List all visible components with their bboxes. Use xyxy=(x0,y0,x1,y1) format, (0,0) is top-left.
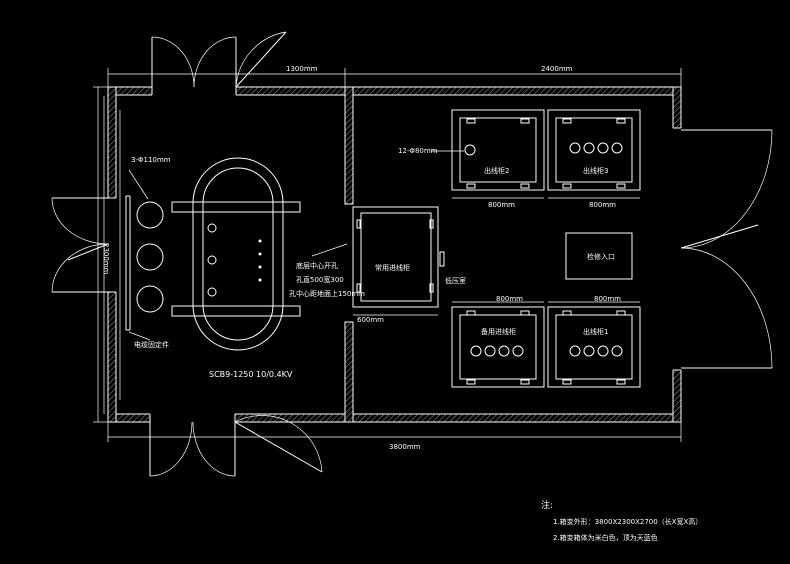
notes-title: 注: xyxy=(541,499,553,511)
low-voltage-label: 低压室 xyxy=(445,276,466,285)
cable-ports-label: 12-Φ80mm xyxy=(398,147,438,155)
vent-note-1: 底层中心开孔 xyxy=(296,261,338,270)
outlet-cabinet-3 xyxy=(547,109,641,199)
outlet-cabinet-2 xyxy=(451,109,545,199)
vent-note-2: 孔直500宽300 xyxy=(296,275,344,284)
right-double-door xyxy=(680,129,773,369)
cab2-label: 出线柜2 xyxy=(484,166,509,175)
vent-leader xyxy=(311,243,348,257)
transformer-unit xyxy=(171,157,301,351)
bushing-label: 3-Φ110mm xyxy=(131,156,171,164)
notes-line-2: 2.箱变箱体为米白色，顶为天蓝色 xyxy=(553,533,658,542)
bottom-double-door xyxy=(149,415,323,477)
outlet-cabinet-1 xyxy=(547,301,641,388)
cab1-label: 出线柜1 xyxy=(583,327,608,336)
cab3-label: 出线柜3 xyxy=(583,166,608,175)
common-inlet-label: 常用进线柜 xyxy=(375,263,410,272)
dim-cab2: 800mm xyxy=(488,201,515,209)
dim-cab3: 800mm xyxy=(589,201,616,209)
transformer-label: SCB9-1250 10/0.4KV xyxy=(209,370,293,379)
dim-inlet: 600mm xyxy=(357,316,384,324)
dim-cab-standby: 800mm xyxy=(496,295,523,303)
access-hatch xyxy=(565,232,633,280)
dim-cab1: 800mm xyxy=(594,295,621,303)
left-double-door xyxy=(51,197,109,293)
dim-total-width: 3800mm xyxy=(389,443,421,451)
standby-inlet-cabinet xyxy=(451,301,545,388)
cable-support-label: 电缆固定件 xyxy=(134,340,169,349)
access-label: 检修入口 xyxy=(587,252,615,261)
dimension-lines xyxy=(93,68,682,442)
notes-line-1: 1.箱变外形：3800X2300X2700（长X宽X高） xyxy=(553,517,702,526)
common-inlet-cabinet xyxy=(352,206,445,316)
enclosure-walls xyxy=(107,86,682,423)
bushing-cable-support xyxy=(125,169,164,341)
vent-note-3: 孔中心距地面上150mm xyxy=(289,289,365,298)
dim-height: 2300mm xyxy=(102,243,110,275)
top-double-door xyxy=(151,31,287,88)
cab-standby-label: 备用进线柜 xyxy=(481,327,516,336)
dim-right-room: 2400mm xyxy=(541,65,573,73)
dim-left-room: 1300mm xyxy=(286,65,318,73)
